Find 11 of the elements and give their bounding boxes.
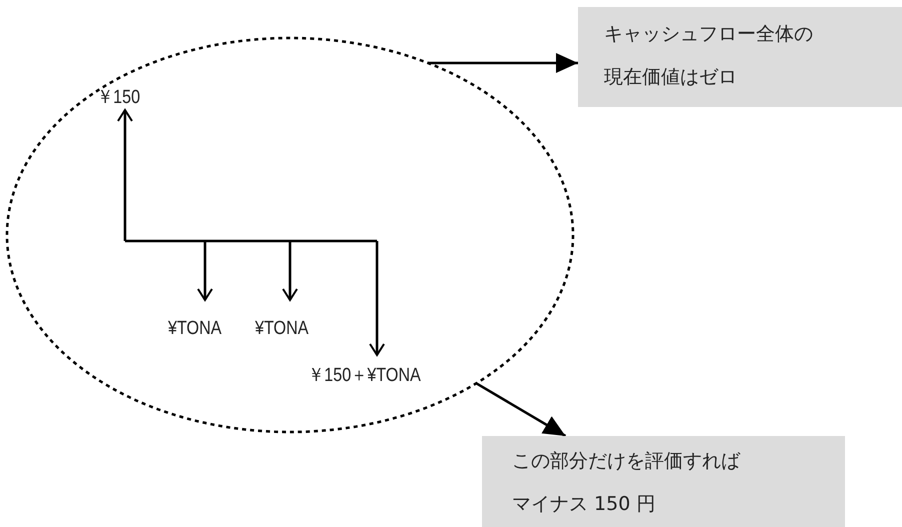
amount-label: ￥150＋¥TONA (308, 364, 421, 388)
dashed-ellipse (6, 36, 574, 434)
amount-label: ¥TONA (168, 318, 222, 340)
note-text: この部分だけを評価すればマイナス 150 円 (512, 449, 742, 517)
amount-label: ￥150 (97, 86, 140, 110)
note-box (578, 7, 902, 107)
arrow (476, 382, 566, 438)
note-box (482, 436, 845, 527)
arrow (428, 53, 578, 73)
note-text: キャッシュフロー全体の現在価値はゼロ (604, 22, 814, 90)
amount-label: ¥TONA (255, 318, 309, 340)
